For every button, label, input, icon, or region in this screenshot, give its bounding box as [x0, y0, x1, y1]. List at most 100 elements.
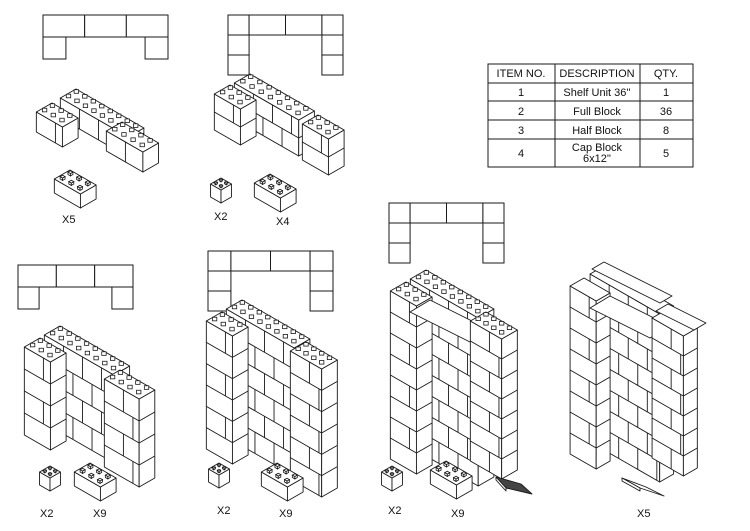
stud: [311, 346, 317, 351]
left-wall: [205, 311, 249, 465]
table-row2-item: 2: [518, 106, 524, 118]
stud: [440, 280, 446, 285]
stud: [223, 466, 227, 471]
stud: [227, 85, 234, 90]
stud: [130, 137, 136, 142]
stud: [213, 466, 216, 471]
stud: [83, 341, 90, 346]
table-header-qty: QTY.: [654, 68, 678, 80]
course-line: [470, 420, 502, 440]
stud: [98, 469, 103, 475]
stud: [107, 474, 111, 480]
plan-block: [321, 34, 344, 56]
stud: [37, 338, 44, 343]
stud: [333, 125, 339, 130]
stud: [294, 474, 298, 480]
full-block: [253, 173, 297, 213]
cap-face: [495, 476, 507, 492]
course-line: [569, 432, 597, 449]
stud: [423, 270, 429, 275]
stud: [274, 329, 280, 334]
plan-block: [309, 290, 334, 312]
stud: [42, 107, 48, 113]
stud: [286, 105, 292, 110]
cap-block: [591, 261, 673, 304]
stud: [303, 351, 309, 356]
plan-block: [17, 264, 57, 288]
stud: [265, 324, 272, 329]
half-block: [381, 465, 403, 492]
course-line: [321, 423, 338, 434]
plan-block: [230, 250, 272, 272]
half-block: [39, 465, 61, 492]
plan-block: [227, 54, 250, 76]
cap-face: [621, 477, 641, 492]
course-line: [138, 455, 156, 466]
stud: [127, 384, 133, 390]
left-wall: [213, 84, 257, 146]
plan-block: [207, 270, 232, 292]
course-line: [595, 397, 611, 407]
wall-face: [289, 341, 338, 370]
stud: [446, 462, 450, 468]
stud: [110, 356, 116, 361]
stud: [212, 316, 218, 322]
wall-face: [469, 311, 518, 340]
right-wall: [105, 121, 159, 173]
course-line: [470, 400, 502, 420]
course-line: [302, 141, 329, 158]
course-line: [651, 397, 684, 417]
stud: [311, 355, 317, 360]
plan-block: [482, 242, 505, 264]
course-line: [321, 402, 338, 413]
stud: [275, 90, 281, 95]
stud: [120, 122, 126, 127]
stud: [220, 184, 224, 189]
stud: [286, 478, 290, 485]
stud: [101, 351, 107, 356]
plan-block: [125, 14, 169, 38]
stud: [270, 175, 274, 181]
block-face: [260, 462, 304, 488]
course-line: [321, 444, 338, 455]
stud: [126, 375, 132, 380]
stud: [231, 304, 238, 310]
course-line: [232, 433, 249, 444]
stud: [432, 275, 438, 280]
stud: [319, 351, 325, 356]
course-line: [50, 374, 67, 385]
right-wall: [301, 114, 345, 176]
cap-block: [621, 477, 665, 497]
stud: [308, 119, 314, 125]
left-wall: [389, 281, 433, 475]
table-row4-description-line1: Cap Block: [572, 142, 623, 154]
stud: [277, 100, 283, 105]
stud: [237, 322, 243, 327]
stud: [438, 466, 442, 473]
stud: [38, 347, 44, 353]
stud: [277, 473, 282, 480]
table-row3-description: Half Block: [572, 125, 622, 137]
stud: [413, 296, 419, 302]
table-row1-item: 1: [518, 87, 524, 99]
stud: [386, 469, 389, 474]
course-line: [651, 437, 684, 457]
plan-block: [55, 264, 96, 288]
stud: [229, 326, 235, 332]
stud: [432, 284, 439, 289]
stud: [412, 287, 418, 292]
plan-block: [94, 264, 134, 288]
cap-block: [655, 303, 707, 331]
stud: [474, 299, 480, 304]
stud: [236, 90, 242, 95]
stud: [396, 286, 402, 292]
course-line: [569, 390, 597, 407]
plan-block: [388, 202, 411, 224]
stud: [220, 178, 224, 183]
stud: [267, 94, 274, 100]
stud: [454, 467, 459, 473]
block-face: [73, 462, 117, 488]
course-line: [50, 418, 67, 429]
stud: [248, 305, 254, 310]
plan-block: [42, 36, 67, 60]
